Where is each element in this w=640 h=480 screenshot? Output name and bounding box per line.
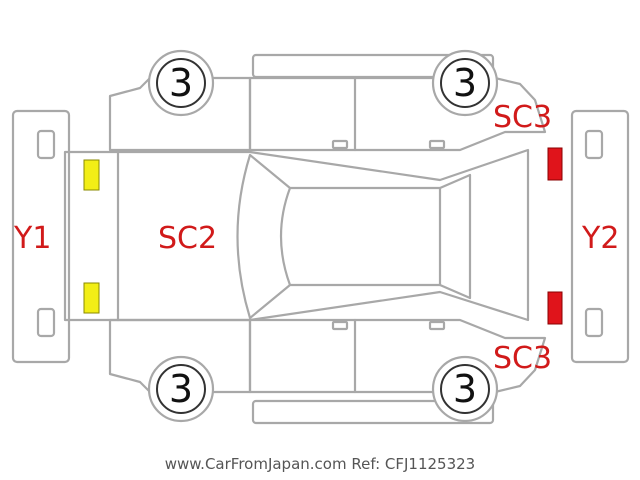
hood-code: SC2 [158,221,217,256]
tire-front-right: 3 [147,355,215,423]
car-body-top-view [63,148,530,322]
rear-upper-code: SC3 [493,100,552,135]
side-view-bottom [108,318,547,425]
reference-footer: www.CarFromJapan.com Ref: CFJ1125323 [164,455,476,473]
headlight-right-mark [83,282,100,314]
rear-lower-code: SC3 [493,341,552,376]
tire-rear-right: 3 [431,355,499,423]
front-bumper-code: Y1 [13,221,51,256]
rear-bumper [570,109,630,364]
taillight-left-mark [547,147,563,181]
tire-front-left: 3 [147,49,215,117]
headlight-left-mark [83,159,100,191]
tire-front-left-mark: 3 [169,61,193,105]
front-bumper [11,109,71,364]
taillight-right-mark [547,291,563,325]
tire-rear-right-mark: 3 [453,367,477,411]
rear-bumper-code: Y2 [581,221,619,256]
tire-front-right-mark: 3 [169,367,193,411]
tire-rear-left: 3 [431,49,499,117]
tire-rear-left-mark: 3 [453,61,477,105]
